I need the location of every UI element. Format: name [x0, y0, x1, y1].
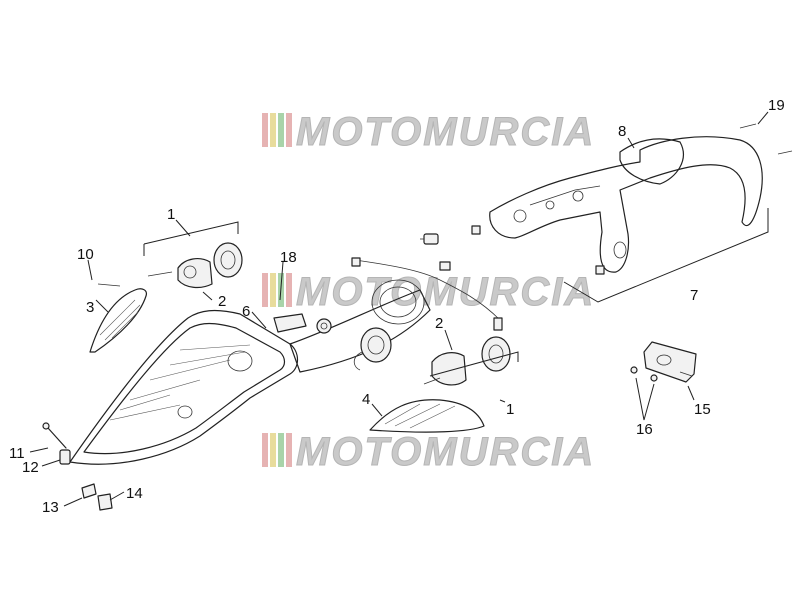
callout-1-left: 1	[167, 206, 175, 223]
callout-2-right: 2	[435, 315, 443, 332]
rear-tail-cover	[471, 123, 793, 275]
watermark-stripe	[270, 433, 276, 467]
left-indicator-group	[89, 242, 243, 353]
callout-4: 4	[362, 391, 370, 408]
bulb-18	[273, 313, 332, 334]
callout-15: 15	[694, 401, 711, 418]
hardware-screws	[42, 422, 113, 511]
callout-14: 14	[126, 485, 143, 502]
callout-16: 16	[636, 421, 653, 438]
watermark-text: MOTOMURCIA	[296, 110, 595, 154]
watermark-text: MOTOMURCIA	[296, 430, 595, 474]
watermark-stripe	[270, 273, 276, 307]
callout-7: 7	[690, 287, 698, 304]
callout-6: 6	[242, 303, 250, 320]
watermark-stripe	[262, 433, 268, 467]
connector-plug	[420, 233, 439, 245]
watermark-stripe	[270, 113, 276, 147]
watermark-stripe	[278, 113, 284, 147]
callout-18: 18	[280, 249, 297, 266]
callout-8: 8	[618, 123, 626, 140]
watermark-stripe	[286, 273, 292, 307]
watermark-stripe	[278, 433, 284, 467]
callout-11: 11	[9, 445, 25, 462]
bulb-socket	[351, 257, 503, 371]
watermark-stripe	[262, 113, 268, 147]
watermark-stripe	[286, 433, 292, 467]
callout-19: 19	[768, 97, 785, 114]
callout-3: 3	[86, 299, 94, 316]
watermark-bottom: MOTOMURCIA	[262, 430, 595, 475]
watermark-text: MOTOMURCIA	[296, 270, 595, 314]
callout-1-right: 1	[506, 401, 514, 418]
callout-13: 13	[42, 499, 59, 516]
callout-10: 10	[77, 246, 94, 263]
watermark-middle: MOTOMURCIA	[262, 270, 595, 315]
license-plate-light	[630, 341, 697, 383]
right-indicator-group	[369, 336, 511, 433]
callout-labels: 1 2 3 10 18 6 2 1 4 11 12 13 14 8 19 7 1…	[9, 97, 785, 516]
watermark-stripe	[262, 273, 268, 307]
watermark-top: MOTOMURCIA	[262, 110, 595, 155]
callout-2-left: 2	[218, 293, 226, 310]
headlight-housing	[69, 279, 431, 465]
callout-12: 12	[22, 459, 39, 476]
watermark-stripe	[286, 113, 292, 147]
leader-lines	[29, 111, 769, 507]
